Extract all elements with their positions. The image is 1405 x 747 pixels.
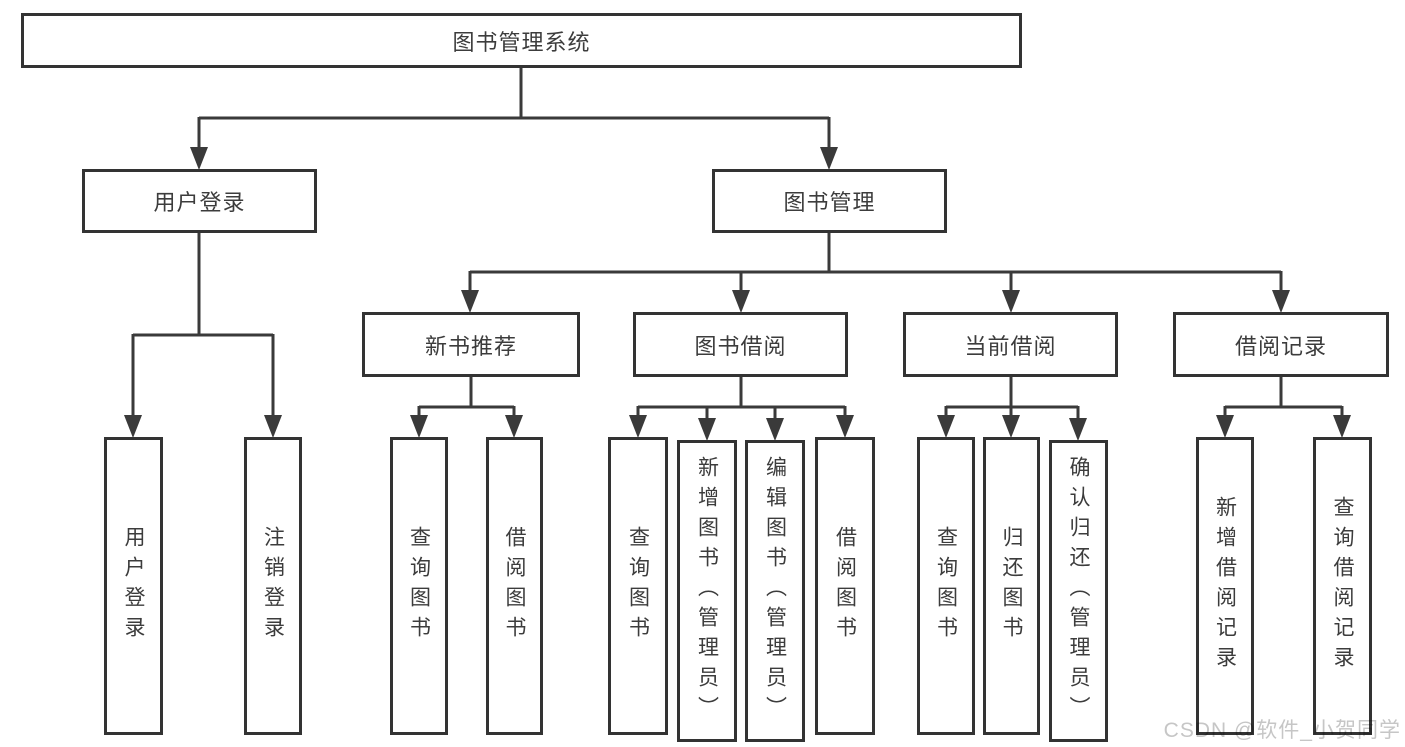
node-book-borrow: 图书借阅 <box>633 312 848 377</box>
csdn-watermark: CSDN @软件_小贺同学 <box>1163 719 1401 742</box>
node-new-book-recommend: 新书推荐 <box>362 312 580 377</box>
leaf-query-borrow-record-label: 查询借阅记录 <box>1331 496 1354 676</box>
leaf-recommend-query-books-label: 查询图书 <box>407 526 431 646</box>
node-current-borrow: 当前借阅 <box>903 312 1118 377</box>
leaf-edit-books-admin: 编辑图书（管理员） <box>745 440 805 742</box>
node-current-borrow-label: 当前借阅 <box>964 333 1057 359</box>
leaf-confirm-return-admin: 确认归还（管理员） <box>1049 440 1108 742</box>
leaf-return-books: 归还图书 <box>983 437 1040 735</box>
leaf-add-books-admin-label: 新增图书（管理员） <box>695 456 719 726</box>
leaf-recommend-borrow-books: 借阅图书 <box>486 437 543 735</box>
leaf-borrow-query-books: 查询图书 <box>608 437 668 735</box>
leaf-current-query-books: 查询图书 <box>917 437 975 735</box>
leaf-query-borrow-record: 查询借阅记录 <box>1313 437 1372 735</box>
node-book-management: 图书管理 <box>712 169 947 233</box>
leaf-edit-books-admin-label: 编辑图书（管理员） <box>763 456 787 726</box>
leaf-user-login: 用户登录 <box>104 437 163 735</box>
node-borrow-records-label: 借阅记录 <box>1234 333 1327 359</box>
leaf-current-query-books-label: 查询图书 <box>934 526 958 646</box>
node-book-borrow-label: 图书借阅 <box>694 333 787 359</box>
leaf-borrow-borrow-books-label: 借阅图书 <box>833 526 857 646</box>
leaf-logout-label: 注销登录 <box>261 526 285 646</box>
node-borrow-records: 借阅记录 <box>1173 312 1389 377</box>
node-book-management-label: 图书管理 <box>783 190 876 215</box>
node-user-login-label: 用户登录 <box>153 190 246 215</box>
leaf-add-books-admin: 新增图书（管理员） <box>677 440 737 742</box>
leaf-borrow-query-books-label: 查询图书 <box>626 526 650 646</box>
leaf-return-books-label: 归还图书 <box>1000 526 1023 646</box>
leaf-borrow-borrow-books: 借阅图书 <box>815 437 875 735</box>
leaf-recommend-borrow-books-label: 借阅图书 <box>503 526 526 646</box>
leaf-logout: 注销登录 <box>244 437 302 735</box>
node-root-label: 图书管理系统 <box>452 29 591 55</box>
leaf-confirm-return-admin-label: 确认归还（管理员） <box>1067 456 1090 726</box>
leaf-add-borrow-record: 新增借阅记录 <box>1196 437 1254 735</box>
leaf-user-login-label: 用户登录 <box>122 526 145 646</box>
leaf-recommend-query-books: 查询图书 <box>390 437 448 735</box>
node-new-book-recommend-label: 新书推荐 <box>424 333 517 359</box>
leaf-add-borrow-record-label: 新增借阅记录 <box>1213 496 1237 676</box>
node-root: 图书管理系统 <box>21 13 1022 68</box>
node-user-login: 用户登录 <box>82 169 317 233</box>
